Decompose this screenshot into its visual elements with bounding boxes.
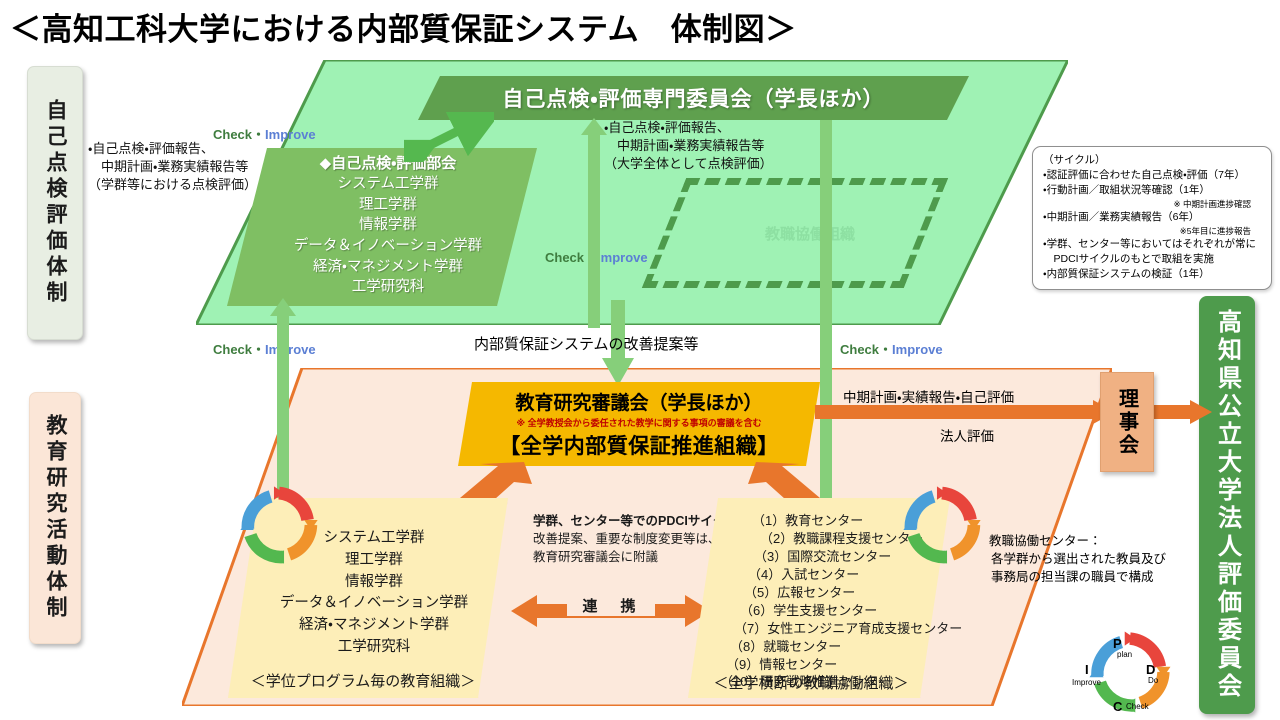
- list-item: （3）国際交流センター: [754, 548, 892, 564]
- pdci-legend-i-letter: I: [1085, 662, 1089, 677]
- self-check-committee-label: 自己点検・評価専門委員会（学長ほか）: [502, 88, 885, 111]
- list-item: 情報学群: [359, 217, 417, 234]
- check-improve-label-2: Check・Improve: [545, 247, 648, 266]
- note-line: 各学群から選出された教員及び: [966, 552, 1167, 567]
- check-improve-label-3: Check・Improve: [213, 339, 316, 358]
- cycle-note-line: ・認証評価に合わせた自己点検・評価（7年）: [1043, 169, 1245, 181]
- center-list: （1）教育センター （2）教職課程支援センター （3）国際交流センター （4）入…: [720, 512, 962, 691]
- list-item: （7）女性エンジニア育成支援センター: [734, 620, 963, 636]
- pdci-legend-c-word: Check: [1126, 702, 1149, 711]
- list-item: （1）教育センター: [752, 513, 864, 528]
- degree-program-caption: ＜学位プログラム毎の教育組織＞: [250, 673, 476, 690]
- pdci-wheel-icon-left: [240, 486, 318, 564]
- pdci-note-line: 教育研究審議会に附議: [533, 550, 659, 565]
- note-unit-report: ・自己点検・評価報告、 中期計画・業務実績報告等 （学群等における点検評価）: [88, 141, 258, 192]
- cooperation-label: 連 携: [567, 595, 655, 616]
- pdci-note-line: 改善提案、重要な制度変更等は、: [533, 532, 721, 547]
- list-item: 経済・マネジメント学群: [299, 617, 449, 633]
- cycle-note-sub: ※5年目に進捗報告: [1179, 226, 1251, 237]
- collab-center-note: ※ 教職協働センター： 各学群から選出された教員及び 事務局の担当課の職員で構成: [966, 532, 1166, 586]
- improvement-proposal-label: 内部質保証システムの改善提案等: [474, 336, 699, 353]
- list-item: 経済・マネジメント学群: [313, 258, 463, 275]
- pdci-legend-c-letter: C: [1113, 699, 1123, 714]
- pdci-legend-p-letter: P: [1113, 636, 1122, 651]
- upward-arrow-left-zone-link: [270, 298, 296, 518]
- board-of-directors-box: 理事会: [1100, 372, 1154, 472]
- pdci-legend-p-word: plan: [1117, 650, 1133, 659]
- pdci-legend-d-word: Do: [1148, 676, 1159, 685]
- list-item: （8）就職センター: [730, 638, 842, 654]
- cycle-note-line: ・中期計画／業務実績報告（6年）: [1043, 211, 1200, 224]
- degree-program-list: システム工学群 理工学群 情報学群 データ＆イノベーション学群 経済・マネジメン…: [244, 528, 504, 659]
- sidebar-label-evaluation-committee: 高知県公立大学法人評価委員会: [1199, 296, 1255, 714]
- council-note: ※ 全学教授会から委任された教学に関する事項の審議を含む: [516, 418, 762, 428]
- page-title: ＜高知工科大学における内部質保証システム 体制図＞: [10, 12, 797, 47]
- education-research-council-box: 教育研究審議会（学長ほか） ※ 全学教授会から委任された教学に関する事項の審議を…: [458, 382, 820, 466]
- cycle-note-box: （サイクル） ・認証評価に合わせた自己点検・評価（7年） ・行動計画／取組状況等…: [1032, 146, 1272, 291]
- bidirectional-arrow-subcommittee-committee: [404, 112, 494, 162]
- improve-word: Improve: [597, 250, 648, 265]
- list-item: （4）入試センター: [748, 566, 860, 582]
- pdci-legend-d-letter: D: [1146, 662, 1156, 677]
- cycle-note-heading: （サイクル）: [1043, 154, 1106, 166]
- check-improve-label-1: Check・Improve: [213, 124, 316, 143]
- list-item: 工学研究科: [351, 279, 425, 296]
- collab-org-caption: ＜全学横断の教職協働組織＞: [713, 675, 909, 692]
- cycle-note-line: PDCIサイクルのもとで取組を実施: [1043, 253, 1215, 266]
- pdci-cycle-note: 学群、センター等でのPDCIサイクル 改善提案、重要な制度変更等は、 教育研究審…: [533, 512, 737, 566]
- sidebar-label-self-check: 自己点検評価体制: [27, 66, 83, 340]
- list-item: データ＆イノベーション学群: [293, 238, 483, 255]
- improve-word: Improve: [892, 342, 943, 357]
- corporate-evaluation-label: 法人評価: [940, 429, 994, 444]
- cycle-note-sub: ※ 中期計画進捗確認: [1173, 199, 1252, 209]
- degree-program-education-org-box: [228, 498, 508, 698]
- list-item: 理工学群: [345, 551, 403, 568]
- sidebar-label-edu-research: 教育研究活動体制: [29, 392, 81, 644]
- council-subtitle: 【全学内部質保証推進組織】: [499, 435, 779, 458]
- check-word: Check・: [213, 127, 266, 142]
- note-line: ※ 教職協働センター：: [966, 534, 1102, 548]
- list-item: （2）教職課程支援センター: [760, 530, 924, 546]
- self-check-subcommittee-box: [227, 148, 537, 306]
- check-word: Check・: [840, 342, 893, 357]
- list-item: システム工学群: [337, 176, 439, 193]
- self-check-committee-banner: 自己点検・評価専門委員会（学長ほか）: [418, 76, 969, 120]
- downward-arrow-right-zone-link: [813, 120, 839, 520]
- check-word: Check・: [545, 250, 598, 265]
- downward-arrow-improvement-proposal: [602, 300, 634, 386]
- check-word: Check・: [213, 342, 266, 357]
- list-item: （5）広報センター: [744, 584, 856, 600]
- improve-word: Improve: [265, 127, 316, 142]
- list-item: システム工学群: [323, 530, 425, 546]
- list-item: 情報学群: [345, 573, 403, 590]
- midterm-plan-label: 中期計画・実績報告・自己評価: [843, 390, 1015, 405]
- cycle-note-line: ・行動計画／取組状況等確認（1年）: [1043, 184, 1210, 196]
- arrow-board-to-evaluation-committee: [1152, 400, 1212, 424]
- pdci-wheel-icon-right: [903, 486, 981, 564]
- list-item: （9）情報センター: [726, 656, 838, 672]
- upward-arrow-report-to-committee: [581, 118, 607, 328]
- note-line: 事務局の担当課の職員で構成: [966, 570, 1154, 585]
- list-item: （10）研究戦略推進センター: [720, 674, 891, 690]
- list-item: 理工学群: [359, 196, 417, 213]
- list-item: （6）学生支援センター: [740, 602, 878, 618]
- list-item: データ＆イノベーション学群: [279, 595, 469, 612]
- list-item: 工学研究科: [337, 638, 411, 655]
- note-university-report: ・自己点検・評価報告、 中期計画・業務実績報告等 （大学全体として点検評価）: [604, 120, 773, 171]
- pdci-wheel-legend-icon: [1089, 631, 1171, 713]
- cycle-note-line: ・学群、センター等においてはそれぞれが常に: [1043, 238, 1257, 251]
- edu-research-zone-outline: [182, 368, 1112, 706]
- staff-faculty-collab-label: 教職協働組織: [764, 226, 855, 243]
- council-title: 教育研究審議会（学長ほか）: [515, 393, 763, 414]
- self-check-subcommittee-list: ◆自己点検・評価部会 システム工学群 理工学群 情報学群 データ＆イノベーション…: [238, 153, 538, 298]
- pdci-legend-i-word: Improve: [1072, 678, 1101, 687]
- university-wide-collab-org-box: [688, 498, 950, 698]
- check-improve-label-4: Check・Improve: [840, 339, 943, 358]
- cycle-note-line: ・内部質保証システムの検証（1年）: [1043, 268, 1210, 281]
- arrow-council-to-board: [815, 400, 1115, 424]
- pdci-note-heading: 学群、センター等でのPDCIサイクル: [533, 514, 738, 528]
